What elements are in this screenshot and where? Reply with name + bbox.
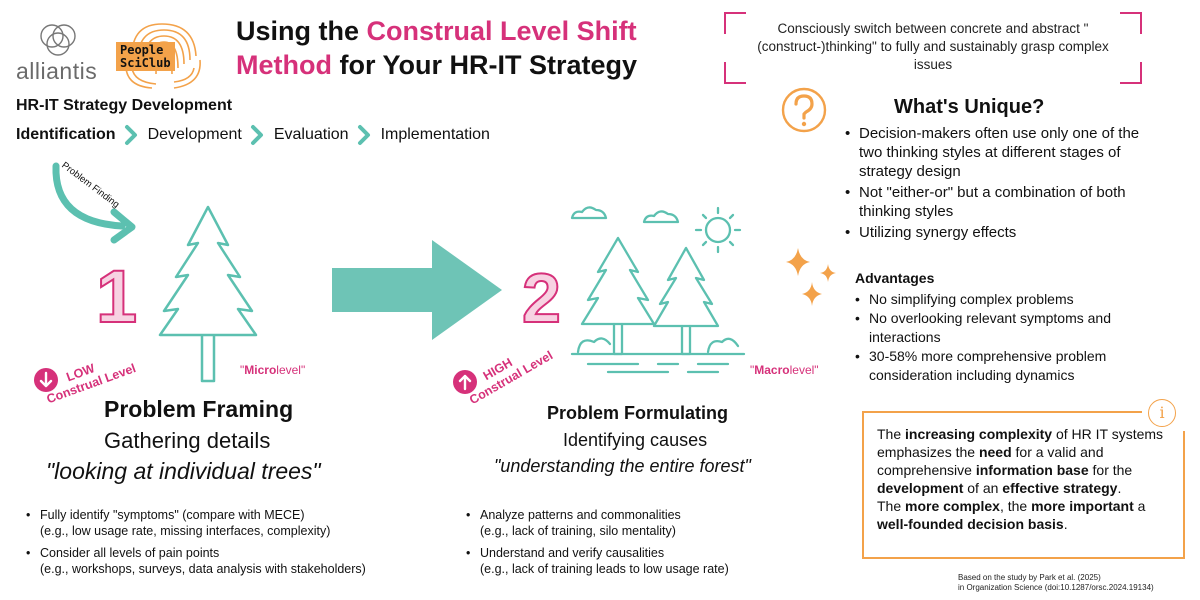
list-item: Understand and verify causalities (e.g., … — [466, 545, 826, 577]
chevron-right-icon — [250, 125, 263, 145]
alliantis-wordmark: alliantis — [16, 58, 98, 84]
curved-arrow-icon — [52, 162, 136, 244]
info-box: i The increasing complexity of HR IT sys… — [862, 399, 1185, 559]
page-title: Using the Construal Level Shift Method f… — [236, 14, 706, 82]
unique-bullets: Decision-makers often use only one of th… — [845, 124, 1145, 244]
bullet-sub: (e.g., low usage rate, missing interface… — [40, 524, 331, 538]
question-mark-icon — [781, 87, 827, 133]
advantages-heading: Advantages — [855, 270, 935, 286]
info-b1: increasing complexity — [905, 426, 1053, 442]
whats-unique-title: What's Unique? — [894, 96, 1045, 118]
list-item: Fully identify "symptoms" (compare with … — [26, 507, 436, 539]
framing-quote: "looking at individual trees" — [46, 458, 321, 484]
formulating-subtitle: Identifying causes — [563, 430, 708, 450]
sparkles-icon — [786, 248, 836, 306]
title-part2: for Your HR-IT Strategy — [331, 50, 638, 80]
number-one-icon: 1 — [95, 256, 138, 332]
arrow-down-icon — [34, 368, 58, 392]
info-s4: for the — [1088, 462, 1133, 478]
info-s5: of an — [963, 480, 1003, 496]
list-item: No simplifying complex problems — [855, 290, 1185, 309]
number-two-text: 2 — [522, 260, 561, 336]
arrow-up-icon — [453, 370, 477, 394]
bullet-main: Fully identify "symptoms" (compare with … — [40, 508, 305, 522]
bullet-sub: (e.g., lack of training leads to low usa… — [480, 562, 729, 576]
alliantis-logo: alliantis — [16, 22, 106, 84]
micro-rest: level — [276, 363, 301, 377]
strategy-heading: HR-IT Strategy Development — [16, 97, 233, 114]
advantages-bullets: No simplifying complex problems No overl… — [855, 290, 1185, 385]
footnote-line2: in Organization Science (doi:10.1287/ors… — [958, 583, 1154, 592]
list-item: Analyze patterns and commonalities (e.g.,… — [466, 507, 826, 539]
info-b6: more complex — [905, 498, 1000, 514]
info-s10: . — [1063, 516, 1068, 532]
process-steps: Identification Development Evaluation Im… — [16, 124, 498, 146]
step-identification: Identification — [16, 126, 116, 143]
number-two-icon: 2 — [521, 260, 562, 336]
quote-text: Consciously switch between concrete and … — [757, 21, 1109, 72]
bullet-sub: (e.g., lack of training, silo mentality) — [480, 524, 676, 538]
formulating-bullets: Analyze patterns and commonalities (e.g.,… — [466, 507, 826, 583]
formulating-quote: "understanding the entire forest" — [494, 456, 751, 476]
forest-icon — [570, 206, 746, 374]
chevron-right-icon — [124, 125, 137, 145]
info-s1: The — [877, 426, 906, 442]
tree-icon — [158, 205, 258, 383]
list-item: 30-58% more comprehensive problem consid… — [855, 347, 1185, 385]
people-label: People — [120, 43, 164, 57]
bullet-main: Understand and verify causalities — [480, 546, 665, 560]
info-box-frame — [862, 411, 1185, 559]
macro-rest: level — [789, 363, 815, 377]
step-evaluation: Evaluation — [273, 126, 349, 143]
alliantis-circles-icon — [40, 24, 76, 56]
bullet-sub: (e.g., workshops, surveys, data analysis… — [40, 562, 366, 576]
framing-title: Problem Framing — [104, 396, 294, 422]
microlevel-label: "Microlevel" — [240, 363, 306, 377]
step-implementation: Implementation — [380, 126, 490, 143]
sciclub-label: SciClub — [120, 56, 171, 70]
micro-bold: Micro — [244, 363, 277, 377]
info-s3: for a valid and comprehensive — [877, 444, 1104, 478]
big-arrow-right-icon — [332, 240, 502, 340]
info-s8: , the — [999, 498, 1032, 514]
footnote-line1: Based on the study by Park et al. (2025) — [958, 573, 1101, 582]
number-one-text: 1 — [96, 256, 137, 332]
info-b2: need — [978, 444, 1012, 460]
bullet-main: Analyze patterns and commonalities — [480, 508, 681, 522]
list-item: No overlooking relevant symptoms and int… — [855, 309, 1185, 347]
framing-bullets: Fully identify "symptoms" (compare with … — [26, 507, 436, 583]
list-item: Decision-makers often use only one of th… — [845, 124, 1145, 181]
list-item: Consider all levels of pain points (e.g.,… — [26, 545, 436, 577]
info-b4: development — [877, 480, 964, 496]
info-b8: well-founded decision basis — [877, 516, 1064, 532]
info-s6: . — [1117, 480, 1122, 496]
info-b3: information base — [975, 462, 1089, 478]
info-s7: The — [877, 498, 906, 514]
people-sciclub-tag: People SciClub — [116, 42, 175, 71]
info-text: The increasing complexity of HR IT syste… — [877, 425, 1177, 533]
info-s2: of HR IT systems emphasizes the — [877, 426, 1164, 460]
footnote: Based on the study by Park et al. (2025)… — [958, 573, 1154, 593]
chevron-right-icon — [357, 125, 370, 145]
macro-bold: Macro — [754, 363, 790, 377]
title-part1: Using the — [236, 16, 367, 46]
list-item: Utilizing synergy effects — [845, 223, 1145, 242]
info-icon: i — [1148, 399, 1176, 427]
info-s9: a — [1133, 498, 1146, 514]
framing-subtitle: Gathering details — [104, 428, 271, 453]
macrolevel-label: "Macrolevel" — [750, 363, 819, 377]
info-b7: more important — [1031, 498, 1134, 514]
people-sciclub-logo: People SciClub — [112, 16, 206, 90]
quote-box: Consciously switch between concrete and … — [724, 12, 1142, 84]
formulating-title: Problem Formulating — [547, 403, 729, 423]
list-item: Not "either-or" but a combination of bot… — [845, 183, 1145, 221]
title-highlight: Construal Level Shift Method — [236, 16, 637, 80]
bullet-main: Consider all levels of pain points — [40, 546, 220, 560]
info-b5: effective strategy — [1002, 480, 1118, 496]
quote-bracket-icon — [724, 12, 1142, 84]
step-development: Development — [147, 126, 242, 143]
